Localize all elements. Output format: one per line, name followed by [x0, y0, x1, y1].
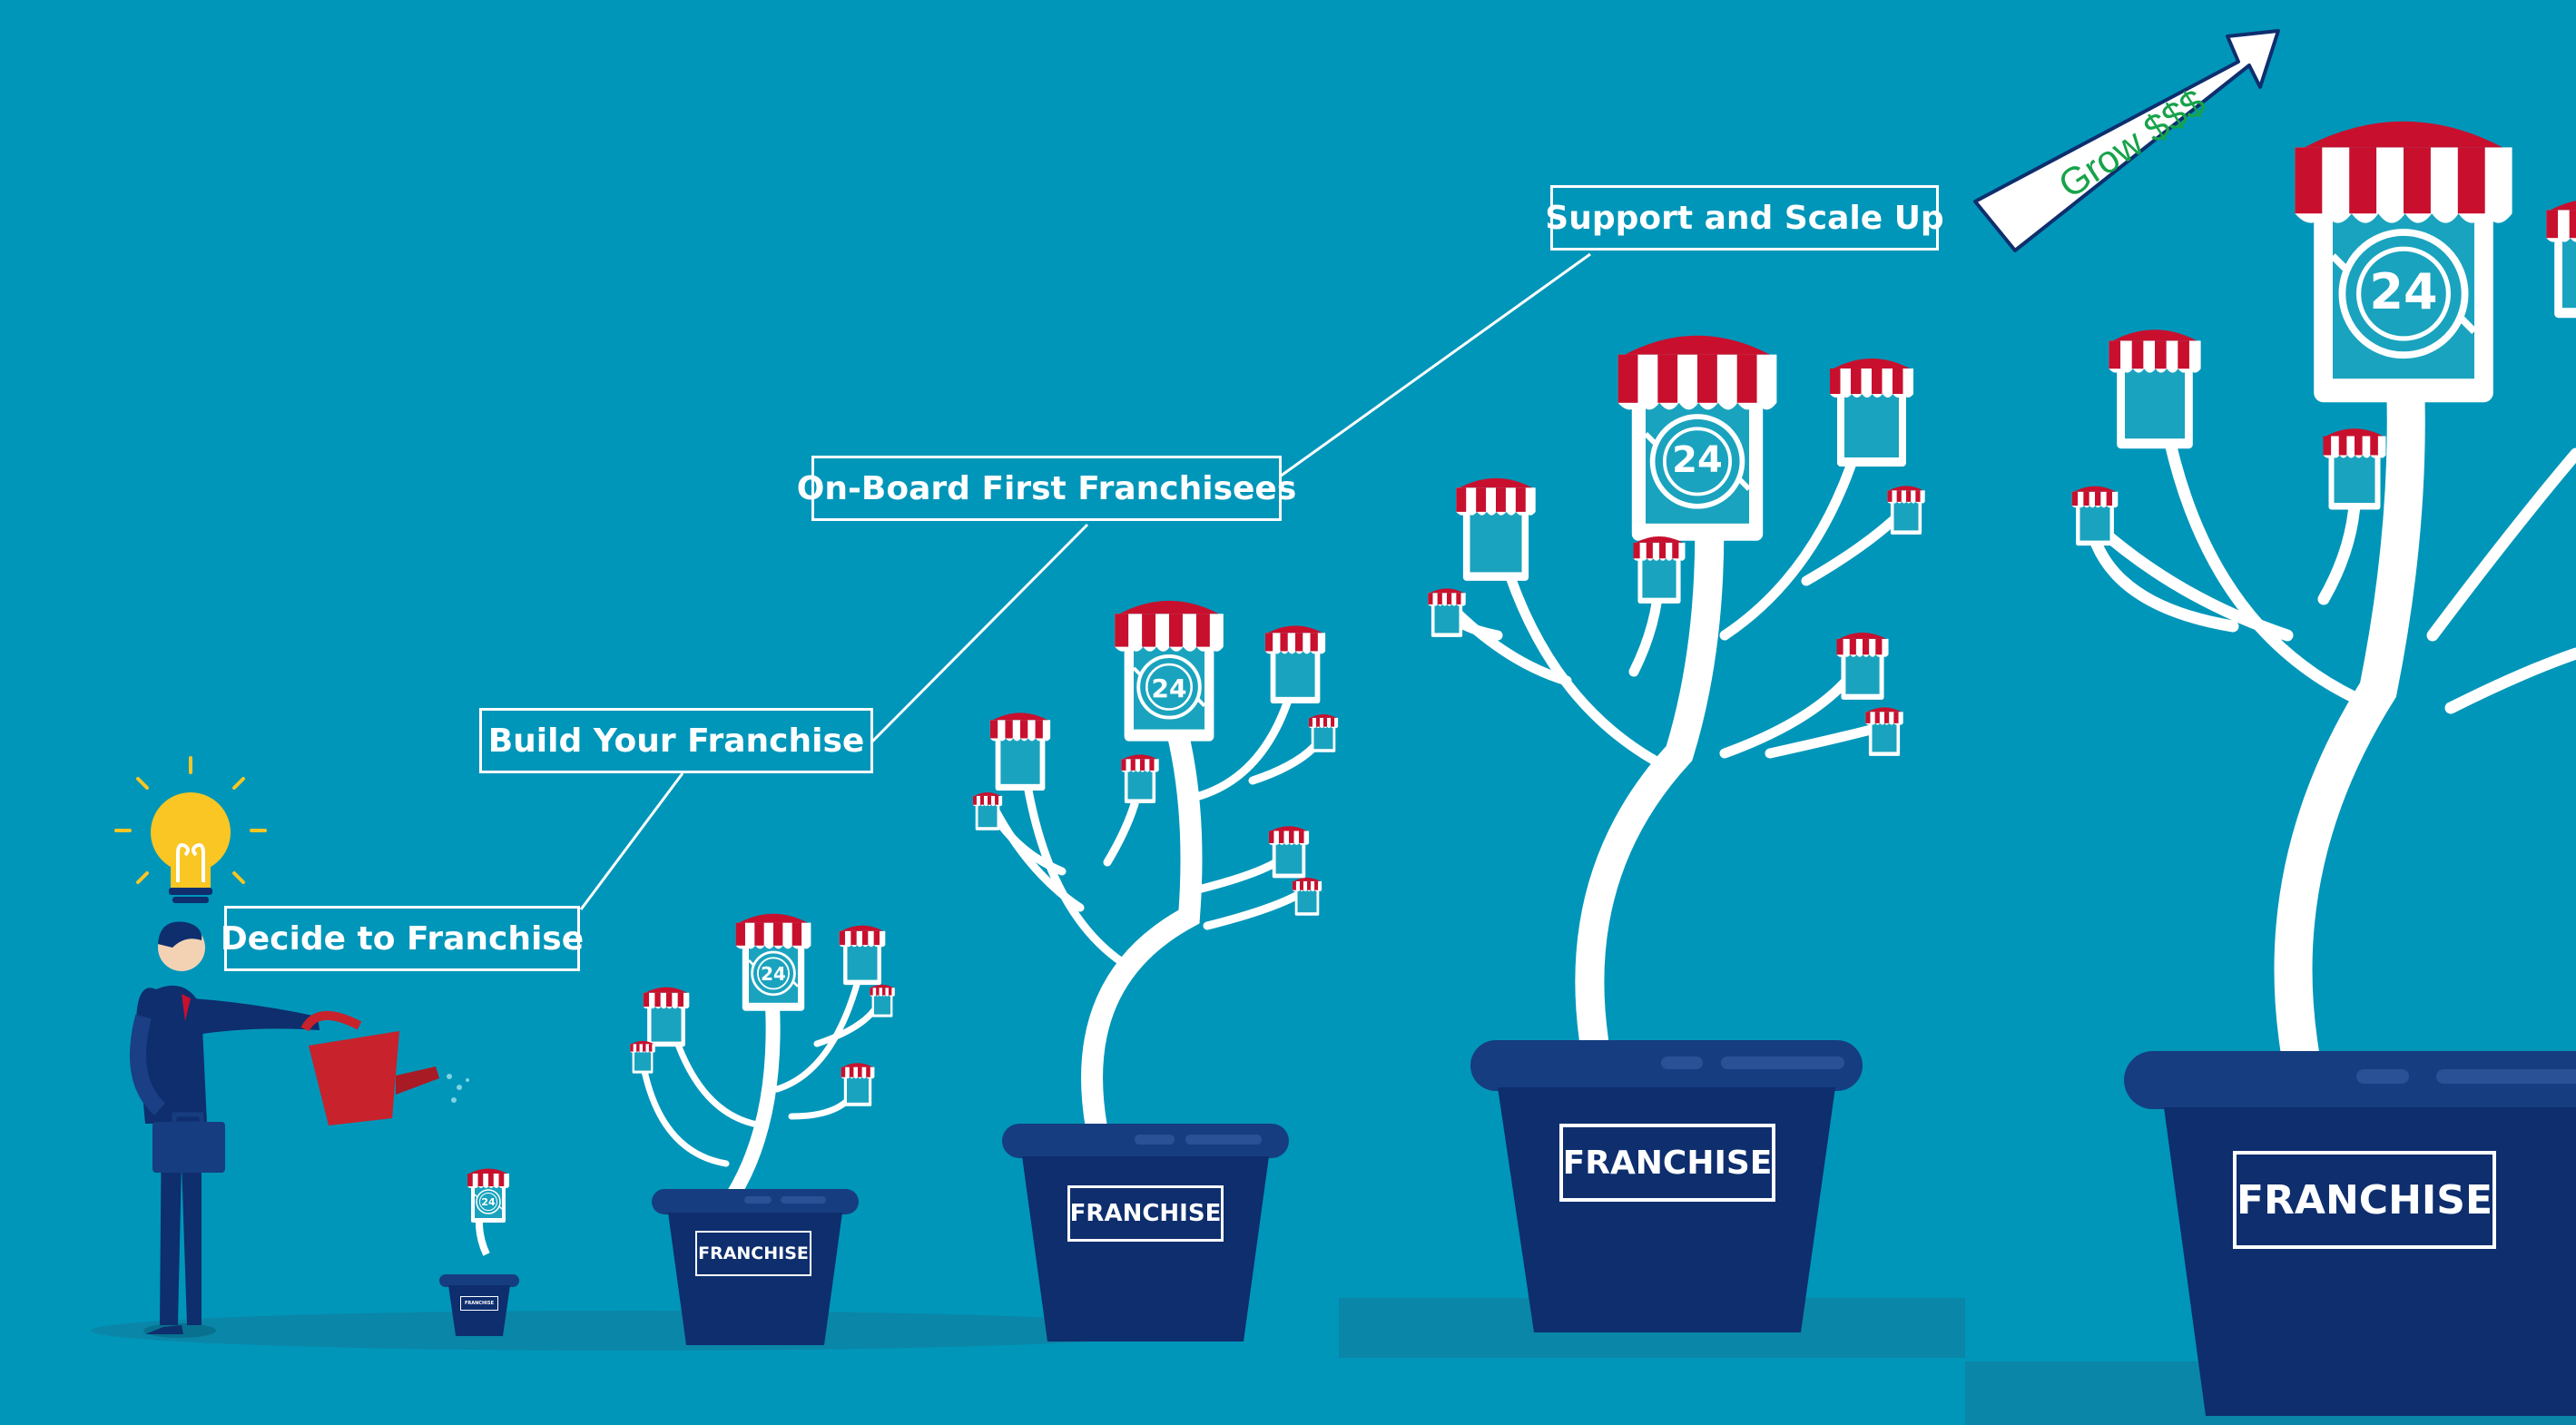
franchise-pot-4 — [1428, 335, 1925, 1332]
pot-label-5: FRANCHISE — [2233, 1151, 2496, 1249]
pot-label-1: FRANCHISE — [460, 1296, 498, 1311]
store-clock-labels: 24 24 24 24 24 — [481, 263, 2437, 1208]
franchise-pot-1 — [439, 1168, 519, 1336]
stage-label-build: Build Your Franchise — [479, 708, 873, 773]
clock-24-label-4: 24 — [1672, 439, 1723, 481]
clock-24-label-3: 24 — [1152, 673, 1187, 703]
arrow-up-right-icon — [1973, 29, 2280, 252]
pot-label-2: FRANCHISE — [695, 1231, 811, 1276]
watering-can-icon — [300, 1010, 469, 1125]
grow-arrow-label: Grow $$$ — [2050, 81, 2212, 207]
lightbulb-icon — [114, 756, 267, 903]
clock-24-label-2: 24 — [761, 963, 786, 985]
franchise-pot-5 — [2071, 121, 2576, 1416]
pot-label-4: FRANCHISE — [1559, 1124, 1775, 1202]
franchise-pot-3 — [972, 600, 1339, 1341]
stage-label-onboard: On-Board First Franchisees — [797, 456, 1296, 521]
stage-label-support: Support and Scale Up — [1545, 185, 1944, 251]
stage-label-decide: Decide to Franchise — [221, 906, 584, 971]
franchise-pot-2 — [630, 913, 895, 1345]
clock-24-label-5: 24 — [2369, 263, 2437, 320]
businessman-figure — [130, 921, 320, 1338]
pot-label-3: FRANCHISE — [1067, 1185, 1224, 1242]
clock-24-label-1: 24 — [481, 1196, 496, 1208]
stage-connector-lines — [579, 252, 1591, 910]
